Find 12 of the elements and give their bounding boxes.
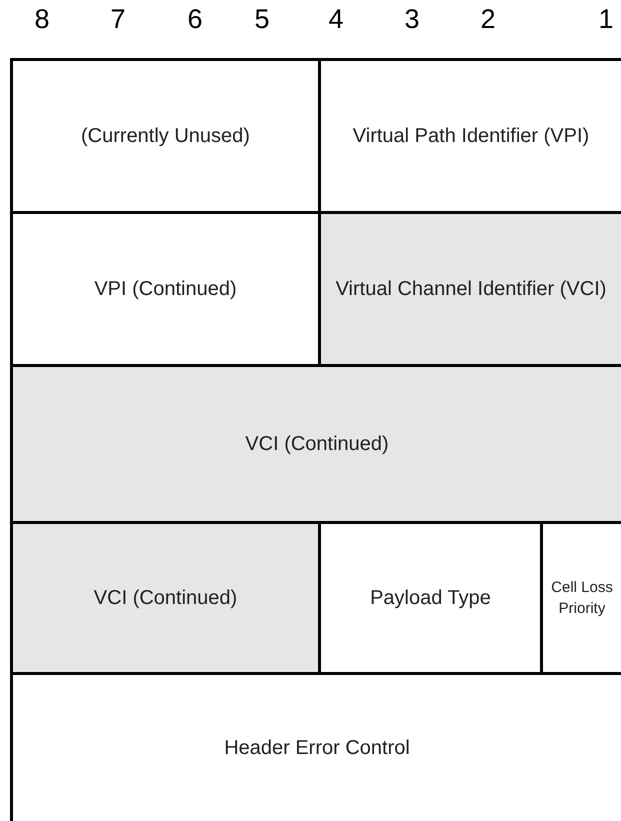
bit-number: 7 xyxy=(109,4,127,35)
header-field: Virtual Channel Identifier (VCI) xyxy=(318,211,621,367)
bit-number: 3 xyxy=(403,4,421,35)
header-field: (Currently Unused) xyxy=(10,58,321,214)
bit-number: 6 xyxy=(186,4,204,35)
bit-number: 5 xyxy=(253,4,271,35)
header-field: VCI (Continued) xyxy=(10,521,321,675)
bit-number: 8 xyxy=(33,4,51,35)
bit-number: 2 xyxy=(479,4,497,35)
bit-number: 4 xyxy=(327,4,345,35)
bit-number: 1 xyxy=(597,4,615,35)
header-field: VCI (Continued) xyxy=(10,364,621,524)
